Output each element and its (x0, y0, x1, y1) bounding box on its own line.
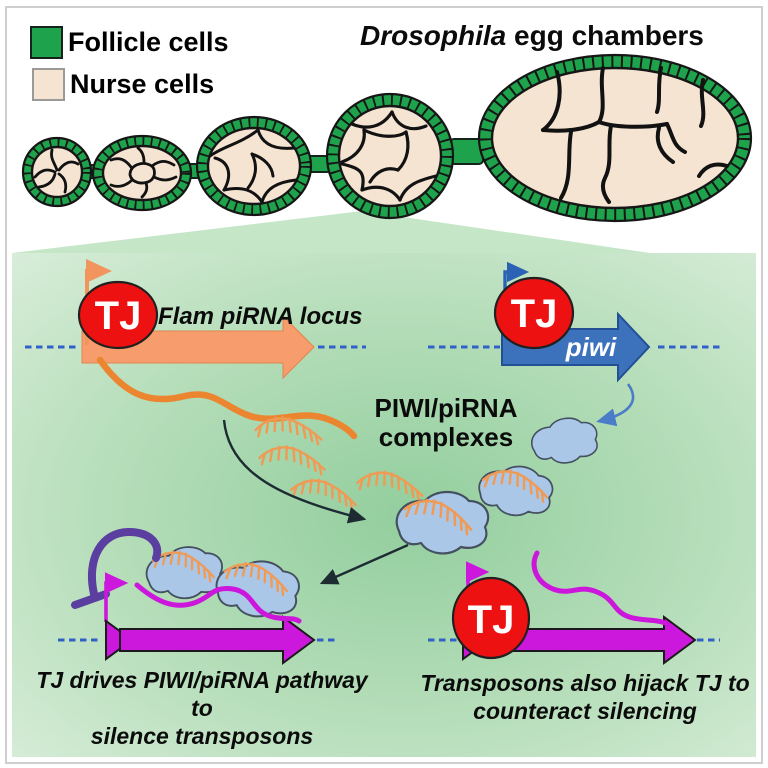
egg-chamber-1 (21, 136, 93, 208)
nurse-cell-boundaries (541, 66, 729, 204)
transposon-gene-arrow-silenced (119, 615, 316, 665)
tj-label-flam: TJ (95, 294, 142, 338)
follicle-color-swatch (30, 26, 63, 59)
caption-right-line2: counteract silencing (473, 698, 697, 724)
caption-silence-transposons: TJ drives PIWI/piRNA pathway to silence … (26, 666, 378, 750)
tj-protein-transposon (451, 576, 531, 660)
transposon-transcript-silenced (134, 582, 302, 624)
repression-arc-icon (71, 527, 162, 609)
piwi-pirna-complexes-label: PIWI/piRNA complexes (346, 394, 546, 452)
piwi-gene-label: piwi (565, 332, 617, 362)
tj-label-transposon: TJ (468, 598, 515, 642)
tj-protein-flam (77, 280, 159, 350)
flam-locus-label: Flam piRNA locus (158, 303, 363, 330)
zoom-wedge (12, 211, 650, 253)
caption-left-line1: TJ drives PIWI/piRNA pathway to (36, 667, 368, 721)
legend-item-follicle: Follicle cells (30, 26, 229, 59)
nurse-cell-boundaries (109, 146, 178, 199)
processing-arrow-icon (222, 419, 367, 524)
caption-counteract-silencing: Transposons also hijack TJ to counteract… (412, 669, 758, 725)
nurse-legend-label: Nurse cells (70, 69, 215, 99)
nurse-color-swatch (32, 68, 65, 101)
title-rest: egg chambers (506, 20, 704, 51)
complexes-label-line2: complexes (378, 422, 514, 452)
nurse-cell-boundaries (208, 128, 298, 204)
silencing-arrow-icon (319, 543, 409, 585)
flam-transcript-wave (96, 356, 358, 440)
complexes-label-line1: PIWI/piRNA (374, 393, 518, 423)
dna-dashed-lines (25, 345, 721, 642)
nurse-cell-boundaries (340, 110, 438, 202)
legend-item-nurse: Nurse cells (32, 68, 214, 101)
caption-right-line1: Transposons also hijack TJ to (420, 670, 750, 696)
egg-chamber-3 (195, 115, 313, 217)
transposon-transcript-active (531, 550, 677, 632)
figure-title: Drosophila egg chambers (360, 20, 704, 52)
follicle-legend-label: Follicle cells (68, 27, 229, 57)
piwi-to-complex-arrow-icon (596, 383, 635, 427)
tj-label-piwi: TJ (511, 292, 558, 336)
nurse-cell-boundaries (33, 148, 80, 194)
caption-left-line2: silence transposons (90, 723, 314, 749)
egg-chamber-2 (91, 134, 193, 212)
tj-protein-piwi (493, 276, 575, 350)
egg-chamber-5 (477, 53, 753, 223)
species-name: Drosophila (360, 20, 507, 51)
egg-chamber-4 (325, 92, 455, 220)
transposon-promoter-arrow-left-icon (104, 572, 129, 622)
